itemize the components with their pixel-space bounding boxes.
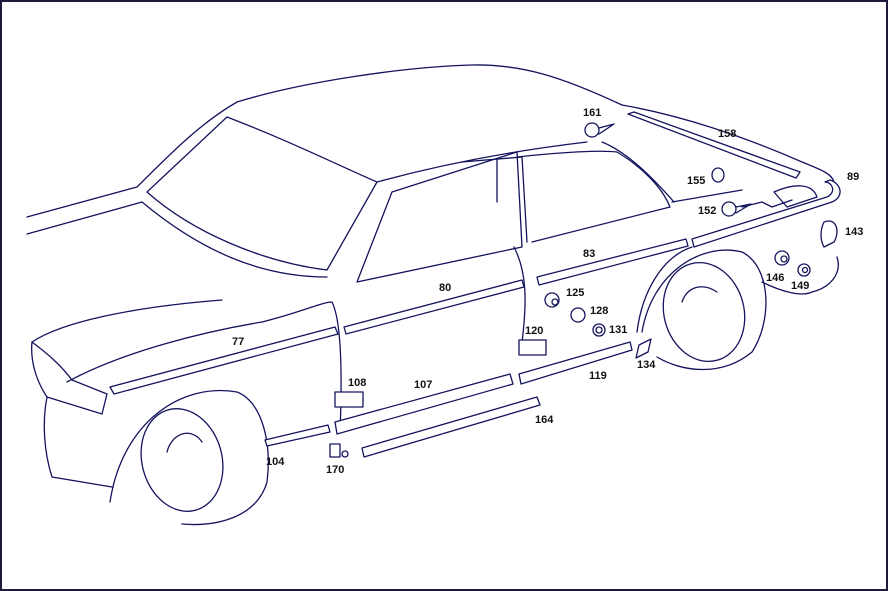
molding-89: [691, 179, 841, 248]
clip-146: [774, 250, 790, 266]
label-131: 131: [609, 324, 627, 336]
molding-158: [627, 111, 801, 179]
clip-120: [518, 339, 547, 356]
label-89: 89: [847, 171, 859, 183]
molding-83: [536, 238, 689, 286]
plug-155: [711, 167, 725, 183]
label-108: 108: [348, 377, 366, 389]
label-146: 146: [766, 272, 784, 284]
molding-164: [361, 396, 541, 458]
label-158: 158: [718, 128, 736, 140]
label-155: 155: [687, 175, 705, 187]
label-107: 107: [414, 379, 432, 391]
grommet-149: [797, 263, 811, 277]
car-outline: [26, 64, 839, 526]
label-161: 161: [583, 107, 601, 119]
moldings: [109, 111, 841, 458]
label-134: 134: [637, 359, 656, 371]
label-125: 125: [566, 287, 584, 299]
label-149: 149: [791, 280, 809, 292]
grommet-131: [592, 323, 606, 337]
label-152: 152: [698, 205, 716, 217]
screw-161: [584, 122, 615, 138]
part-labels: 161 158 89 155 152 143 146 149 83 80 125…: [232, 107, 863, 476]
label-77: 77: [232, 336, 244, 348]
label-143: 143: [845, 226, 863, 238]
label-128: 128: [590, 305, 608, 317]
screw-152: [721, 201, 752, 217]
label-164: 164: [535, 414, 554, 426]
molding-80: [343, 279, 525, 335]
clip-108: [334, 391, 364, 408]
label-170: 170: [326, 464, 344, 476]
label-83: 83: [583, 248, 595, 260]
molding-119: [518, 341, 633, 385]
molding-107: [334, 373, 514, 435]
label-119: 119: [589, 370, 607, 382]
fasteners: [329, 122, 811, 458]
cap-128: [570, 307, 586, 323]
molding-104: [264, 424, 331, 447]
molding-143: [820, 220, 838, 248]
label-80: 80: [439, 282, 451, 294]
label-104: 104: [266, 456, 285, 468]
clip-170: [329, 443, 349, 458]
clip-125: [544, 292, 560, 308]
trim-134: [635, 338, 652, 359]
label-120: 120: [525, 325, 543, 337]
molding-77: [109, 326, 339, 395]
